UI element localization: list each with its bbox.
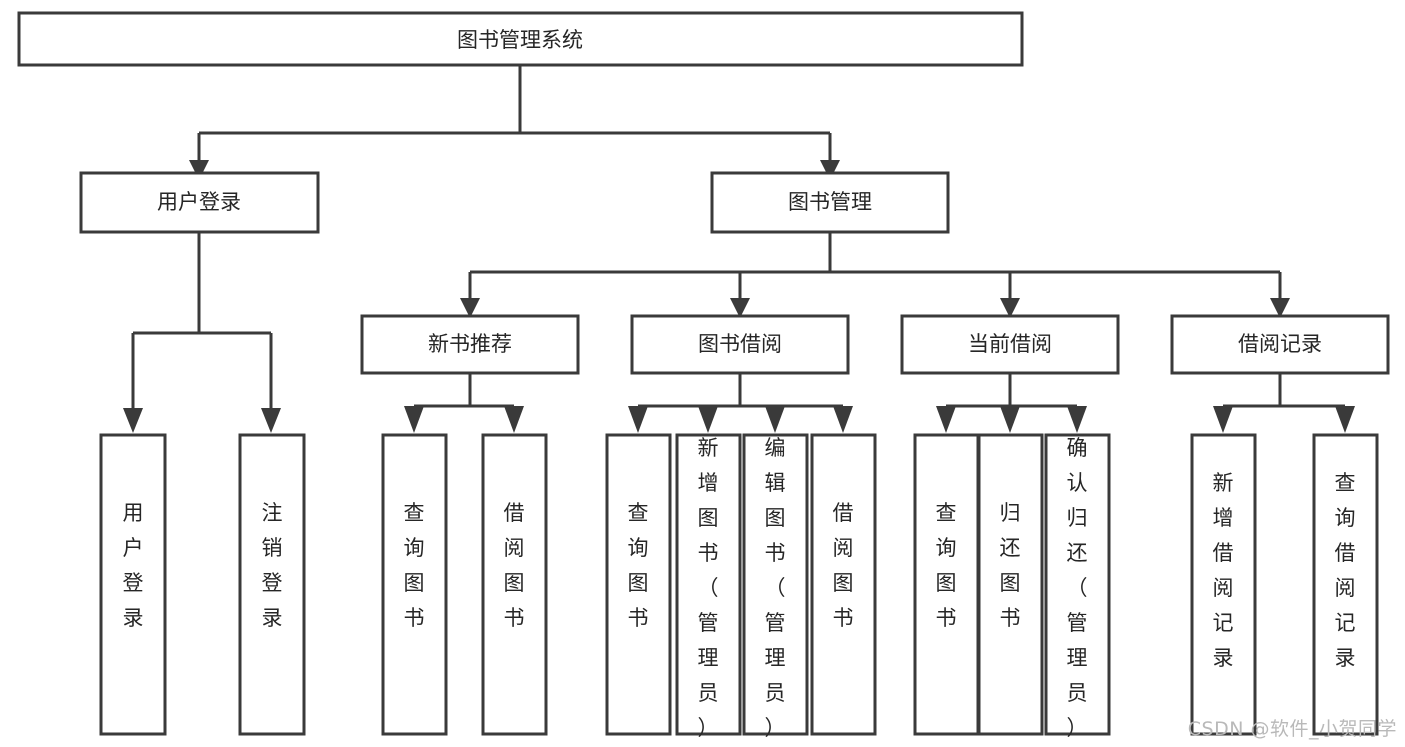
node-leaf-query-book-2-box[interactable] xyxy=(605,433,672,736)
node-new-book-recommend-box[interactable] xyxy=(360,314,580,375)
node-user-login[interactable]: 用户登录 xyxy=(79,171,320,234)
node-leaf-borrow-book-1-box[interactable] xyxy=(481,433,548,736)
node-book-management-label: 图书管理 xyxy=(788,190,872,214)
node-leaf-return-book-box[interactable] xyxy=(977,433,1044,736)
node-leaf-query-record-box[interactable] xyxy=(1312,433,1379,736)
node-leaf-query-book-3[interactable]: 查询图书 xyxy=(913,433,980,736)
arrow-head-book-borrow xyxy=(730,298,750,318)
node-current-borrow[interactable]: 当前借阅 xyxy=(900,314,1120,375)
node-current-borrow-box[interactable] xyxy=(900,314,1120,375)
arrow-head-leaf-query-record xyxy=(1335,406,1355,433)
node-root-label: 图书管理系统 xyxy=(457,28,583,52)
arrow-head-leaf-confirm-return xyxy=(1067,406,1087,433)
node-leaf-user-logout-box[interactable] xyxy=(238,433,306,736)
node-user-login-box[interactable] xyxy=(79,171,320,234)
node-book-management-box[interactable] xyxy=(710,171,950,234)
node-leaf-add-record[interactable]: 新增借阅记录 xyxy=(1190,433,1257,736)
node-leaf-add-record-box[interactable] xyxy=(1190,433,1257,736)
connector-borrowrecord-to-leaves xyxy=(1221,373,1347,412)
node-leaf-user-logout-label: 注销登录 xyxy=(262,501,283,630)
node-book-borrow-label: 图书借阅 xyxy=(698,332,782,356)
node-leaf-query-book-1-box[interactable] xyxy=(381,433,448,736)
connector-bookborrow-to-leaves xyxy=(636,373,845,412)
node-leaf-query-book-3-label: 查询图书 xyxy=(936,501,957,630)
node-leaf-confirm-return-label: 确认归还（管理员） xyxy=(1067,436,1088,740)
arrow-head-user-login xyxy=(189,160,209,180)
node-book-borrow[interactable]: 图书借阅 xyxy=(630,314,850,375)
arrow-head-borrow-record xyxy=(1270,298,1290,318)
node-leaf-borrow-book-2[interactable]: 借阅图书 xyxy=(810,433,877,736)
node-leaf-query-book-2[interactable]: 查询图书 xyxy=(605,433,672,736)
node-leaf-add-record-label: 新增借阅记录 xyxy=(1213,471,1234,670)
node-leaf-query-book-1-label: 查询图书 xyxy=(404,501,425,630)
arrow-head-book-management xyxy=(820,160,840,180)
connector-root-to-level1 xyxy=(197,65,832,162)
node-leaf-borrow-book-1-label: 借阅图书 xyxy=(504,501,525,630)
node-leaf-user-login[interactable]: 用户登录 xyxy=(99,433,167,736)
node-leaf-edit-book[interactable]: 编辑图书（管理员） xyxy=(742,433,809,740)
arrow-head-leaf-add-book xyxy=(698,406,718,433)
arrow-head-leaf-add-record xyxy=(1213,406,1233,433)
arrow-head-current-borrow xyxy=(1000,298,1020,318)
node-leaf-query-record[interactable]: 查询借阅记录 xyxy=(1312,433,1379,736)
node-leaf-query-record-label: 查询借阅记录 xyxy=(1335,471,1356,670)
node-leaf-add-book[interactable]: 新增图书（管理员） xyxy=(675,433,742,740)
node-leaf-return-book[interactable]: 归还图书 xyxy=(977,433,1044,736)
node-leaf-confirm-return-box[interactable] xyxy=(1044,433,1111,736)
arrow-head-leaf-borrow-book-2 xyxy=(833,406,853,433)
connector-bookmgmt-to-level2 xyxy=(468,232,1282,300)
node-leaf-user-login-label: 用户登录 xyxy=(123,501,144,630)
node-user-login-label: 用户登录 xyxy=(157,190,241,214)
node-new-book-recommend[interactable]: 新书推荐 xyxy=(360,314,580,375)
node-leaf-edit-book-box[interactable] xyxy=(742,433,809,736)
arrow-head-leaf-user-logout xyxy=(261,408,281,433)
arrow-head-leaf-return-book xyxy=(1000,406,1020,433)
node-leaf-query-book-3-box[interactable] xyxy=(913,433,980,736)
node-leaf-borrow-book-1[interactable]: 借阅图书 xyxy=(481,433,548,736)
node-leaf-borrow-book-2-label: 借阅图书 xyxy=(833,501,854,630)
node-current-borrow-label: 当前借阅 xyxy=(968,332,1052,356)
connector-newbook-to-leaves xyxy=(412,373,516,412)
arrow-head-leaf-query-book-1 xyxy=(404,406,424,433)
node-root-box[interactable] xyxy=(17,11,1024,67)
node-leaf-add-book-box[interactable] xyxy=(675,433,742,736)
node-borrow-record-label: 借阅记录 xyxy=(1238,332,1322,356)
node-leaf-user-login-box[interactable] xyxy=(99,433,167,736)
node-borrow-record-box[interactable] xyxy=(1170,314,1390,375)
node-book-management[interactable]: 图书管理 xyxy=(710,171,950,234)
node-leaf-query-book-2-label: 查询图书 xyxy=(628,501,649,630)
node-leaf-confirm-return[interactable]: 确认归还（管理员） xyxy=(1044,433,1111,740)
connector-userlogin-to-leaves xyxy=(131,232,273,410)
node-new-book-recommend-label: 新书推荐 xyxy=(428,332,512,356)
connector-layer xyxy=(123,65,1355,433)
arrow-head-leaf-query-book-2 xyxy=(628,406,648,433)
node-book-borrow-box[interactable] xyxy=(630,314,850,375)
node-leaf-return-book-label: 归还图书 xyxy=(1000,501,1021,630)
node-borrow-record[interactable]: 借阅记录 xyxy=(1170,314,1390,375)
arrow-head-leaf-query-book-3 xyxy=(936,406,956,433)
node-leaf-add-book-label: 新增图书（管理员） xyxy=(698,436,719,740)
arrow-head-leaf-user-login xyxy=(123,408,143,433)
arrow-head-leaf-edit-book xyxy=(765,406,785,433)
node-leaf-borrow-book-2-box[interactable] xyxy=(810,433,877,736)
node-leaf-query-book-1[interactable]: 查询图书 xyxy=(381,433,448,736)
node-leaf-user-logout[interactable]: 注销登录 xyxy=(238,433,306,736)
leaf-node-group: 用户登录 注销登录 查询图书 借阅图书 查询图书 新增图书（管理员） xyxy=(99,433,1379,740)
node-root[interactable]: 图书管理系统 xyxy=(17,11,1024,67)
node-leaf-edit-book-label: 编辑图书（管理员） xyxy=(765,436,786,740)
arrow-head-leaf-borrow-book-1 xyxy=(504,406,524,433)
arrow-head-new-book-recommend xyxy=(460,298,480,318)
